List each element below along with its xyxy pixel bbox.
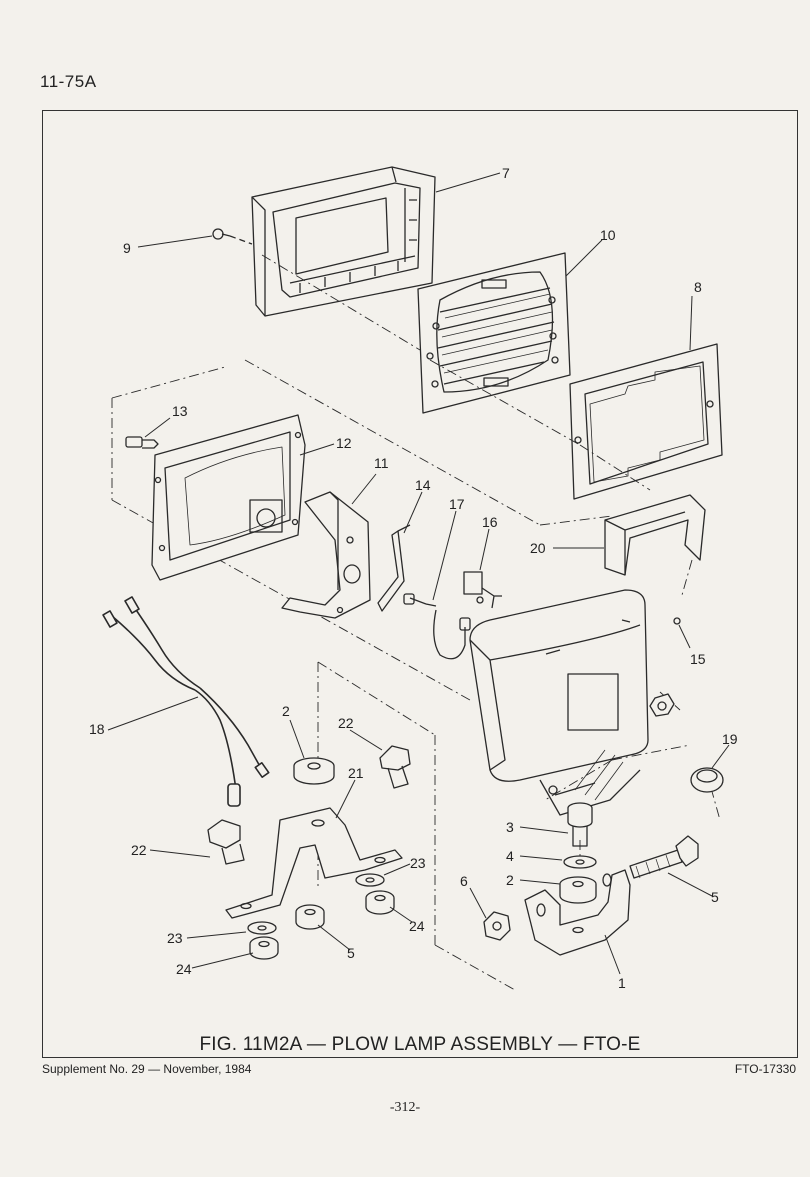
callout-23-left: 23 xyxy=(167,930,183,946)
alignment-lines xyxy=(111,254,721,991)
page-number: -312- xyxy=(389,1100,421,1115)
wire-clip xyxy=(377,524,411,612)
callout-5-right: 5 xyxy=(711,889,719,905)
callout-10: 10 xyxy=(600,227,616,243)
callout-15: 15 xyxy=(690,651,706,667)
wire-connector xyxy=(403,593,471,660)
hex-nut-side xyxy=(649,693,675,717)
figure-frame xyxy=(42,110,798,1058)
callout-19: 19 xyxy=(722,731,738,747)
lamp-boot xyxy=(604,494,706,576)
reference-code: FTO-17330 xyxy=(734,1062,796,1076)
callout-18: 18 xyxy=(89,721,105,737)
callout-8: 8 xyxy=(694,279,702,295)
callout-9: 9 xyxy=(123,240,131,256)
rubber-bushing-upper xyxy=(293,757,335,785)
washer-left xyxy=(247,921,277,935)
leader-lines xyxy=(107,172,730,975)
nut-left xyxy=(249,936,279,960)
callout-21: 21 xyxy=(348,765,364,781)
lamp-body xyxy=(469,589,649,816)
page-code: 11-75A xyxy=(40,72,97,91)
callout-22-left: 22 xyxy=(131,842,147,858)
rubber-bushing-lower xyxy=(559,876,597,904)
lamp-grille xyxy=(417,252,571,414)
lamp-gasket xyxy=(569,343,723,500)
small-screw xyxy=(673,617,681,625)
reflector-housing xyxy=(151,414,306,581)
lamp-door-frame xyxy=(251,166,436,317)
callout-20: 20 xyxy=(530,540,546,556)
bolt-upper xyxy=(379,745,411,789)
callout-13: 13 xyxy=(172,403,188,419)
bolt-vertical xyxy=(567,802,593,847)
base-bracket xyxy=(524,869,631,956)
callout-7: 7 xyxy=(502,165,510,181)
callout-12: 12 xyxy=(336,435,352,451)
nut-right xyxy=(365,890,395,915)
callout-5-center: 5 xyxy=(347,945,355,961)
grommet xyxy=(690,767,724,793)
washer-vertical xyxy=(563,855,597,869)
nut-center xyxy=(295,904,325,930)
lamp-switch xyxy=(463,571,502,609)
callout-23-right: 23 xyxy=(410,855,426,871)
callout-6: 6 xyxy=(460,873,468,889)
callout-3: 3 xyxy=(506,819,514,835)
long-bolt xyxy=(629,835,699,879)
callout-24-right: 24 xyxy=(409,918,425,934)
callout-2-lower: 2 xyxy=(506,872,514,888)
washer-right xyxy=(355,873,385,887)
bolt-left xyxy=(207,819,245,865)
wiring-harness xyxy=(102,596,270,807)
screw xyxy=(212,228,253,245)
callout-24-left: 24 xyxy=(176,961,192,977)
callout-4: 4 xyxy=(506,848,514,864)
callout-2-upper: 2 xyxy=(282,703,290,719)
callout-22-upper: 22 xyxy=(338,715,354,731)
callout-16: 16 xyxy=(482,514,498,530)
callout-14: 14 xyxy=(415,477,431,493)
callout-11: 11 xyxy=(374,455,389,471)
callout-1: 1 xyxy=(618,975,626,991)
lamp-bulb xyxy=(125,436,159,449)
figure-caption: FIG. 11M2A — PLOW LAMP ASSEMBLY — FTO-E xyxy=(199,1034,641,1055)
hex-nut-base xyxy=(483,911,511,941)
mounting-bracket xyxy=(281,491,371,619)
support-bracket xyxy=(225,807,403,919)
callout-17: 17 xyxy=(449,496,465,512)
callout-labels: 7 9 10 8 13 12 11 14 17 16 20 15 18 2 22… xyxy=(89,165,738,991)
supplement-note: Supplement No. 29 — November, 1984 xyxy=(42,1062,252,1076)
